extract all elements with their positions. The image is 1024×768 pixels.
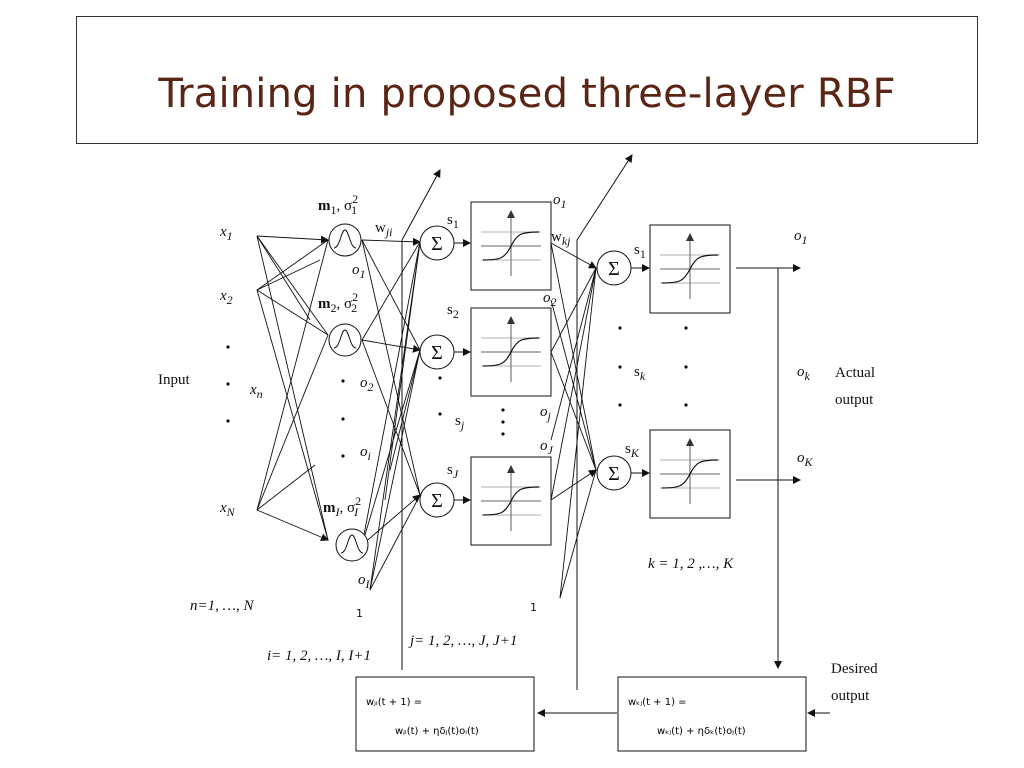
update-arrow-ji xyxy=(401,169,441,241)
update-ji-line2: wⱼᵢ(t) + ηδⱼ(t)oᵢ(t) xyxy=(395,726,479,737)
input-x2-label: x2 xyxy=(219,288,233,307)
output-activation-K xyxy=(649,429,731,519)
output-sk-label: sk xyxy=(634,364,646,383)
hidden-activation-2 xyxy=(470,307,552,397)
output-index-label: k = 1, 2 ,…, K xyxy=(648,556,734,572)
actual-output-label-line1: Actual xyxy=(835,365,875,381)
rbf-node-2 xyxy=(328,323,362,357)
output-s1-label: s1 xyxy=(634,242,646,261)
sum-symbol: Σ xyxy=(431,342,443,364)
input-to-rbf-connections xyxy=(256,235,329,541)
hidden-to-output-connections xyxy=(550,242,597,599)
weight-kj-label: wkj xyxy=(551,229,571,248)
rbf-node-1 xyxy=(328,223,362,257)
update-arrow-kj xyxy=(576,154,633,241)
rbf-output-o2-label: o2 xyxy=(360,375,374,394)
sum-symbol: Σ xyxy=(608,463,620,485)
rbf-node-I xyxy=(335,528,369,562)
update-box-ji xyxy=(355,676,535,752)
hidden-s1-label: s1 xyxy=(447,212,459,231)
sum-symbol: Σ xyxy=(431,233,443,255)
input-x1-label: x1 xyxy=(219,224,233,243)
hidden-output-oJ-label: oJ xyxy=(540,438,554,457)
sum-symbol: Σ xyxy=(608,258,620,280)
input-label: Input xyxy=(158,372,190,388)
hidden-index-label: j= 1, 2, …, J, J+1 xyxy=(408,633,517,649)
rbf-output-oi-label: oi xyxy=(360,444,371,463)
desired-output-label-line2: output xyxy=(831,688,870,704)
input-xn-label: xn xyxy=(249,382,263,401)
title-box: Training in proposed three-layer RBF xyxy=(76,16,978,144)
output-activation-1 xyxy=(649,224,731,314)
hidden-sJ-label: sJ xyxy=(447,462,459,481)
hidden-output-oj-label: oj xyxy=(540,404,552,423)
input-xN-label: xN xyxy=(219,500,236,519)
weight-ji-label: wji xyxy=(375,220,393,239)
rbf-to-hidden-connections xyxy=(361,237,421,591)
hidden-activation-J xyxy=(470,456,552,546)
update-kj-line2: wₖⱼ(t) + ηδₖ(t)oⱼ(t) xyxy=(657,726,746,737)
output-o1-label: o1 xyxy=(794,228,808,247)
update-box-kj xyxy=(617,676,807,752)
update-ji-line1: wⱼᵢ(t + 1) = xyxy=(366,697,422,708)
output-ok-label: ok xyxy=(797,364,811,383)
output-sK-label: sK xyxy=(625,441,640,460)
hidden-activation-1 xyxy=(470,201,552,291)
slide-title: Training in proposed three-layer RBF xyxy=(158,71,896,117)
rbf-output-o1-label: o1 xyxy=(352,262,366,281)
actual-output-label-line2: output xyxy=(835,392,874,408)
desired-output-label-line1: Desired xyxy=(831,661,878,677)
ellipsis-dots xyxy=(226,326,688,458)
input-index-label: n=1, …, N xyxy=(190,598,254,614)
sum-symbol: Σ xyxy=(431,490,443,512)
rbf-bias-label: 1 xyxy=(356,607,363,620)
hidden-output-o2-label: o2 xyxy=(543,290,557,309)
hidden-output-o1-label: o1 xyxy=(553,192,567,211)
rbf-index-label: i= 1, 2, …, I, I+1 xyxy=(267,648,371,664)
hidden-s2-label: s2 xyxy=(447,302,459,321)
update-kj-line1: wₖⱼ(t + 1) = xyxy=(628,697,687,708)
output-oK-label: oK xyxy=(797,450,814,469)
rbf-output-oI-label: oI xyxy=(358,572,371,591)
hidden-sj-label: sj xyxy=(455,413,465,432)
hidden-bias-label: 1 xyxy=(530,601,537,614)
